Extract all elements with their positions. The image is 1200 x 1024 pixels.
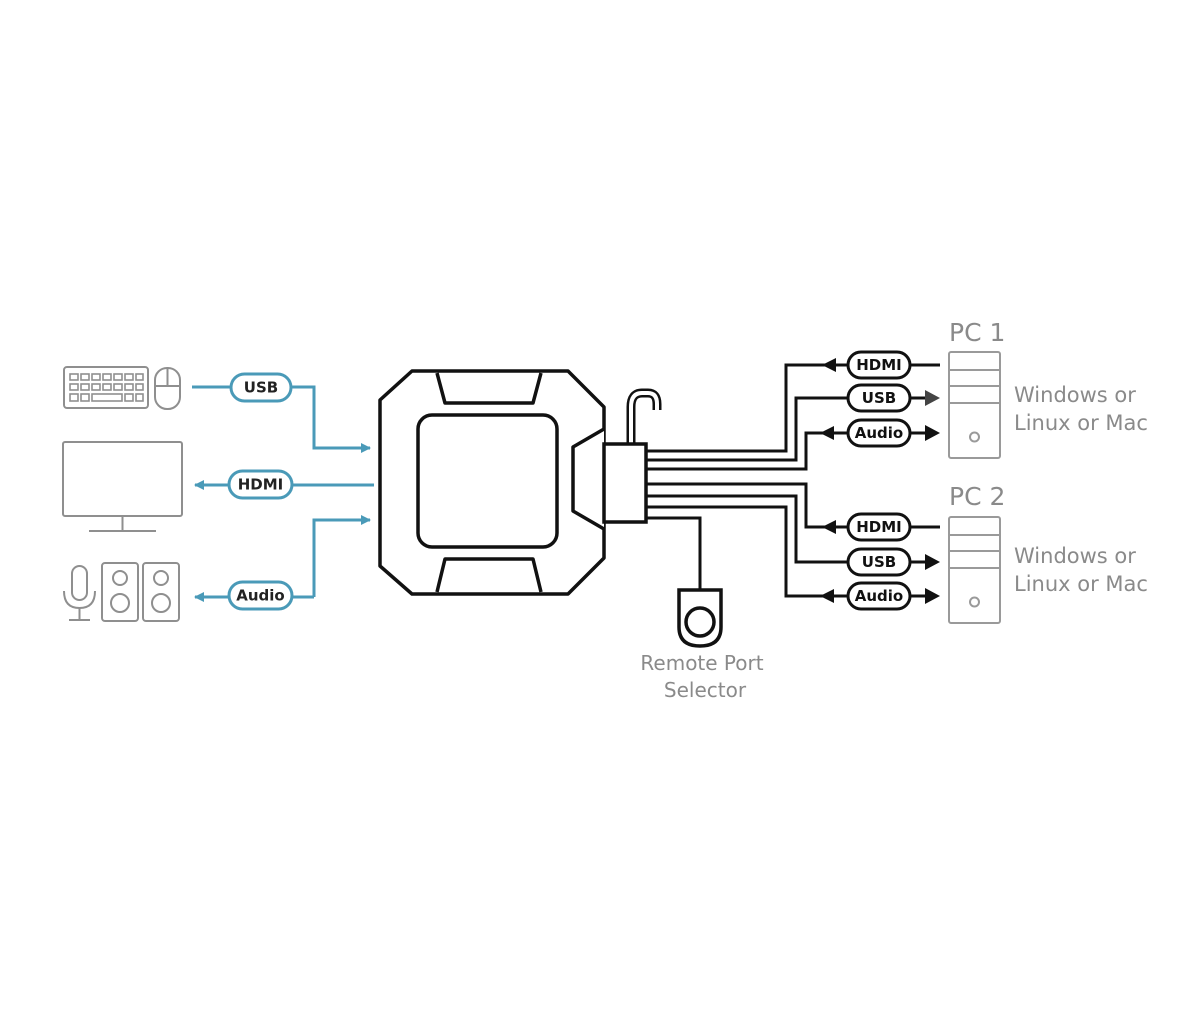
- hdmi-pill-pc1: HDMI: [846, 350, 912, 380]
- hdmi-label-pc2: HDMI: [856, 518, 902, 536]
- audio-label-left: Audio: [236, 587, 284, 605]
- pc1-tower-icon: [948, 351, 1001, 459]
- speakers-icon: [101, 562, 180, 622]
- usb-pill-left: USB: [229, 372, 293, 403]
- usb-label-pc2: USB: [862, 553, 896, 571]
- pc2-title: PC 2: [949, 482, 1005, 511]
- kvm-switch: [378, 369, 606, 596]
- microphone-icon: [63, 565, 96, 621]
- audio-label-pc2: Audio: [855, 587, 903, 605]
- pc2-tower-icon: [948, 516, 1001, 624]
- usb-pill-pc2: USB: [846, 547, 912, 577]
- remote-selector-line1: Remote Port: [640, 651, 763, 675]
- audio-label-pc1: Audio: [855, 424, 903, 442]
- usb-label-left: USB: [244, 379, 278, 397]
- audio-pill-pc1: Audio: [846, 418, 912, 448]
- hdmi-label-pc1: HDMI: [856, 356, 902, 374]
- pc1-os-line1: Windows or: [1014, 383, 1136, 407]
- audio-pill-left: Audio: [227, 580, 294, 611]
- audio-cable-left: [312, 515, 371, 597]
- usb-label-pc1: USB: [862, 389, 896, 407]
- remote-selector-line2: Selector: [664, 678, 747, 702]
- hdmi-pill-left: HDMI: [227, 469, 294, 500]
- kvm-bottom-bump: [435, 557, 543, 593]
- right-arrowheads: [820, 358, 940, 604]
- kvm-top-bump: [435, 372, 543, 405]
- remote-port-selector-icon: [677, 588, 723, 648]
- kvm-side-flare: [571, 427, 605, 531]
- right-cables: [646, 363, 847, 598]
- usb-pill-pc1: USB: [846, 383, 912, 413]
- cable-bundle: [626, 388, 662, 445]
- audio-pill-pc2: Audio: [846, 581, 912, 611]
- mouse-icon: [154, 367, 181, 410]
- keyboard-icon: [63, 366, 149, 409]
- cable-connector-block: [602, 442, 648, 524]
- pc1-title: PC 1: [949, 318, 1005, 347]
- hdmi-pill-pc2: HDMI: [846, 512, 912, 542]
- pc1-os-line2: Linux or Mac: [1014, 411, 1148, 435]
- kvm-top-panel: [416, 413, 559, 549]
- pc2-os-line2: Linux or Mac: [1014, 572, 1148, 596]
- hdmi-label-left: HDMI: [238, 476, 284, 494]
- monitor-icon: [62, 441, 183, 532]
- pc2-os-line1: Windows or: [1014, 544, 1136, 568]
